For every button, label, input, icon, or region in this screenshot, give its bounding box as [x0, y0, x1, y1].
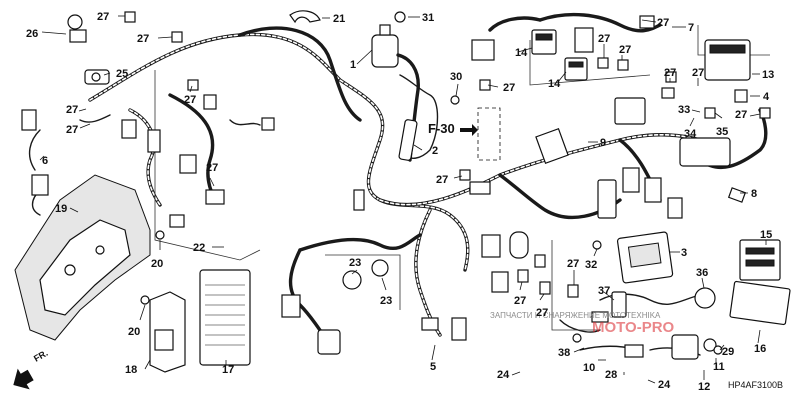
callout-27-b: 27	[137, 33, 149, 45]
front-arrow: FR.	[13, 348, 50, 390]
connector-cluster-right	[597, 97, 731, 219]
rear-fender-bracket	[14, 174, 151, 341]
bolts	[140, 11, 602, 343]
callout-25: 25	[116, 68, 128, 80]
callout-10: 10	[583, 362, 595, 374]
callout-8: 8	[751, 188, 757, 200]
callout-21: 21	[333, 13, 345, 25]
callout-20-b: 20	[128, 326, 140, 338]
callout-9: 9	[600, 137, 606, 149]
callout-15: 15	[760, 229, 772, 241]
callout-11: 11	[713, 361, 725, 373]
callout-14-a: 14	[515, 47, 528, 59]
callout-18: 18	[125, 364, 137, 376]
callout-24-a: 24	[497, 369, 510, 381]
callout-16: 16	[754, 343, 766, 355]
watermark-text: ЗАПЧАСТИ И СНАРЯЖЕНИЕ MOTOTEXHIKA	[490, 311, 661, 320]
callout-5: 5	[430, 361, 436, 373]
callout-27-o: 27	[567, 258, 579, 270]
callout-27-f: 27	[206, 162, 218, 174]
callout-6: 6	[42, 155, 48, 167]
callout-27-c: 27	[66, 104, 78, 116]
callout-27-j: 27	[619, 44, 631, 56]
f30-label: F-30	[428, 121, 455, 136]
callout-27-h: 27	[503, 82, 515, 94]
callout-27-m: 27	[692, 67, 704, 79]
callout-14-b: 14	[548, 78, 561, 90]
callout-3: 3	[681, 247, 687, 259]
f30-reference: F-30	[428, 121, 478, 136]
callout-38: 38	[558, 347, 570, 359]
callout-22: 22	[193, 242, 205, 254]
callout-33: 33	[678, 104, 690, 116]
front-label: FR.	[32, 348, 50, 364]
fuse-box	[704, 39, 751, 81]
callout-27-q: 27	[536, 307, 548, 319]
callout-1: 1	[350, 59, 356, 71]
small-connectors	[21, 11, 771, 358]
relay-14-lower	[564, 57, 588, 81]
callout-32: 32	[585, 259, 597, 271]
callout-26: 26	[26, 28, 38, 40]
callout-29: 29	[722, 346, 734, 358]
callout-23-b: 23	[380, 295, 392, 307]
callout-27-l: 27	[664, 67, 676, 79]
callout-2: 2	[432, 145, 438, 157]
callout-13: 13	[762, 69, 774, 81]
connector-15	[739, 239, 781, 281]
relay-bracket	[149, 291, 186, 373]
callout-20-a: 20	[151, 258, 163, 270]
callout-37: 37	[598, 285, 610, 297]
diagram-code: HP4AF3100B	[728, 380, 783, 390]
callout-17: 17	[222, 364, 234, 376]
callout-28: 28	[605, 369, 617, 381]
callout-27-i: 27	[598, 33, 610, 45]
callout-31: 31	[422, 12, 434, 24]
callout-19: 19	[55, 203, 67, 215]
callout-27-g: 27	[436, 174, 448, 186]
main-wire-harness	[88, 12, 768, 347]
callout-36: 36	[696, 267, 708, 279]
callouts: 1 2 3 4 5 6 7 8 9 10 11 12 13 14 14 15 1…	[26, 11, 774, 393]
callout-27-n: 27	[735, 109, 747, 121]
callout-27-p: 27	[514, 295, 526, 307]
watermark-logo: MOTO-PRO	[592, 319, 675, 336]
watermark: ЗАПЧАСТИ И СНАРЯЖЕНИЕ MOTOTEXHIKA MOTO-P…	[490, 311, 675, 336]
callout-30: 30	[450, 71, 462, 83]
callout-27-d: 27	[66, 124, 78, 136]
callout-4: 4	[763, 91, 770, 103]
callout-35: 35	[716, 126, 728, 138]
callout-27-k: 27	[657, 17, 669, 29]
cable-clamp-21	[289, 10, 321, 24]
callout-27-e: 27	[184, 94, 196, 106]
callout-23-a: 23	[349, 257, 361, 269]
relay-14-upper	[531, 29, 557, 55]
connector-16	[729, 280, 791, 326]
ecu-module	[199, 269, 251, 366]
control-unit	[616, 231, 674, 284]
callout-27-a: 27	[97, 11, 109, 23]
callout-24-b: 24	[658, 379, 671, 391]
clip-set	[67, 14, 723, 360]
callout-12: 12	[698, 381, 710, 393]
callout-7: 7	[688, 22, 694, 34]
callout-34: 34	[684, 128, 697, 140]
spark-plug-cap	[398, 119, 418, 161]
